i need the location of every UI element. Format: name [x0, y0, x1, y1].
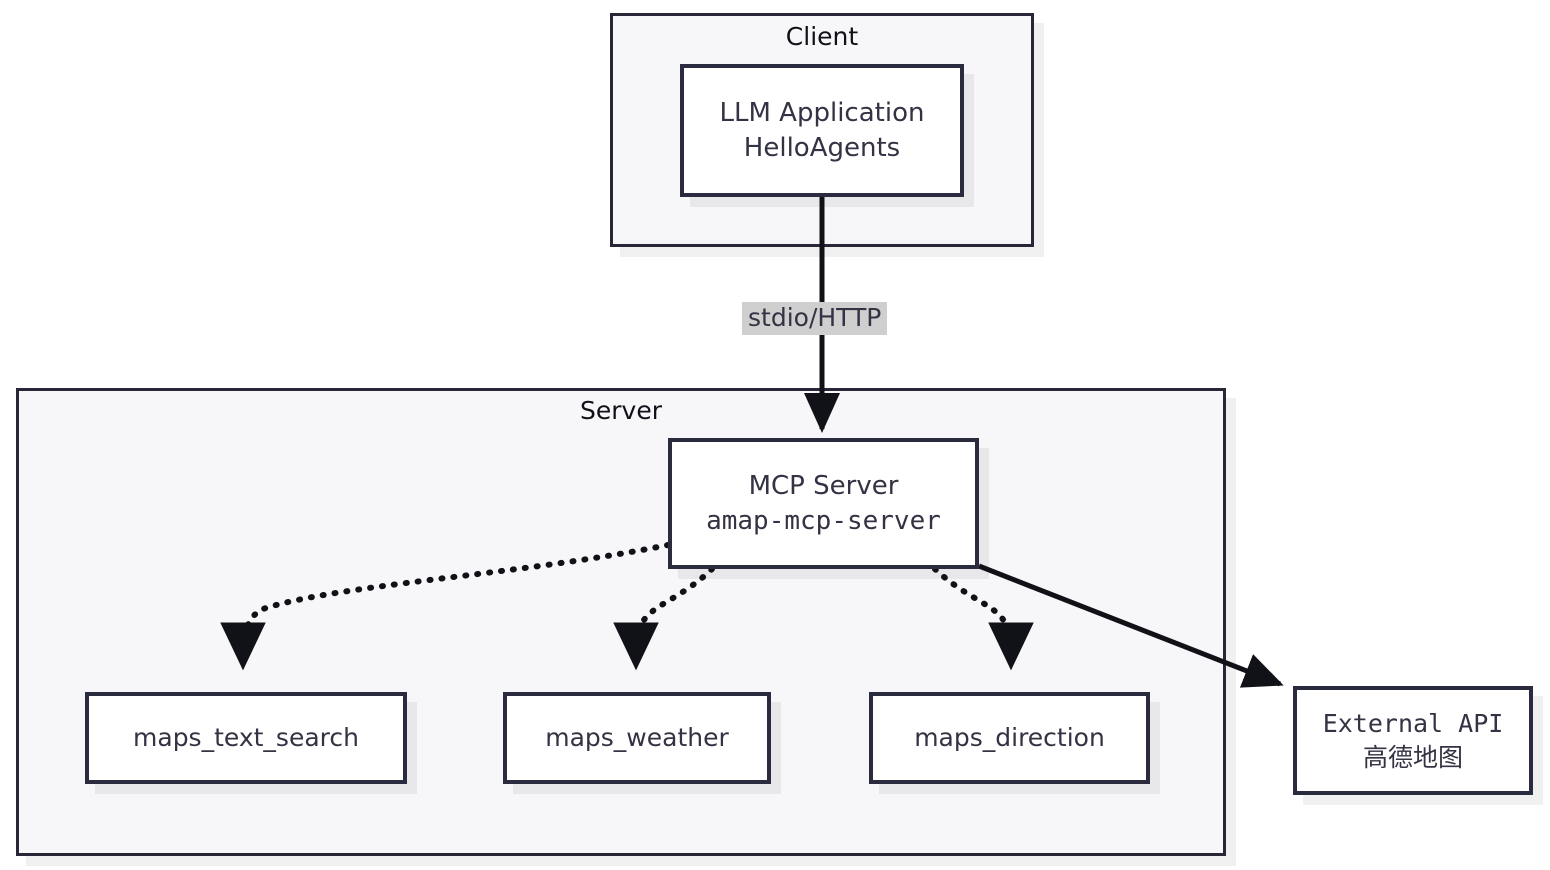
- node-maps-text-search[interactable]: maps_text_search: [85, 692, 407, 784]
- node-mcp-server-line2: amap-mcp-server: [706, 505, 941, 536]
- node-maps-text-search-label: maps_text_search: [133, 723, 359, 753]
- node-mcp-server-line1: MCP Server: [748, 470, 899, 501]
- node-maps-direction[interactable]: maps_direction: [869, 692, 1150, 784]
- node-maps-direction-label: maps_direction: [914, 723, 1105, 753]
- edge-label-stdio-http: stdio/HTTP: [742, 302, 888, 335]
- node-mcp-server[interactable]: MCP Server amap-mcp-server: [668, 438, 979, 569]
- cluster-server: [16, 388, 1226, 856]
- node-maps-weather-label: maps_weather: [545, 723, 729, 753]
- node-external-api[interactable]: External API 高德地图: [1293, 686, 1533, 795]
- node-maps-weather[interactable]: maps_weather: [503, 692, 771, 784]
- node-external-api-line2: 高德地图: [1362, 742, 1463, 772]
- node-llm-application-line1: LLM Application: [719, 97, 925, 128]
- cluster-label-client: Client: [785, 22, 859, 51]
- node-llm-application[interactable]: LLM Application HelloAgents: [680, 64, 964, 197]
- cluster-label-server: Server: [580, 396, 662, 425]
- node-llm-application-line2: HelloAgents: [743, 132, 901, 163]
- node-external-api-line1: External API: [1322, 709, 1504, 739]
